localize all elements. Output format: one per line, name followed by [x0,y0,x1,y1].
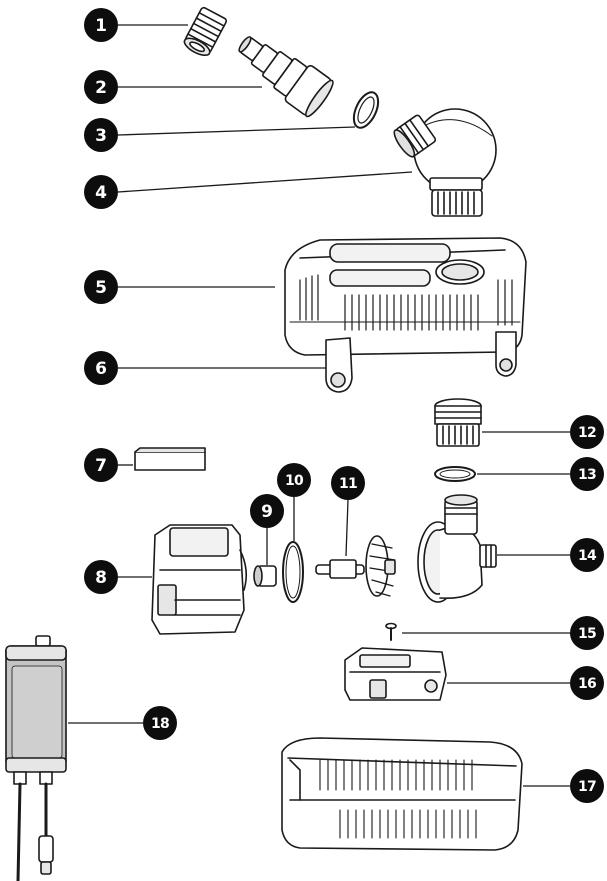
leader-line-3 [117,126,356,136]
callout-number: 7 [95,456,107,476]
callout-number: 15 [578,626,596,642]
callout-number: 2 [95,78,107,98]
part-filter-cover-top [284,237,527,356]
part-impeller [315,535,396,597]
callout-number: 13 [578,467,596,483]
callout-number: 11 [339,476,357,492]
callout-number: 18 [151,716,169,732]
callout-3: 3 [84,118,118,152]
leader-lines [68,24,570,787]
part-ball-joint-elbow [393,108,497,217]
callout-4: 4 [84,175,118,209]
callout-7: 7 [84,448,118,482]
part-mounting-bracket [344,647,447,701]
callout-10: 10 [277,463,311,497]
leader-line-4 [117,171,413,193]
callout-number: 3 [95,126,107,146]
callout-18: 18 [143,706,177,740]
part-o-ring [282,541,304,603]
callout-11: 11 [331,466,365,500]
callout-number: 14 [578,548,597,564]
callout-14: 14 [570,538,604,572]
part-screw [385,622,397,641]
callout-1: 1 [84,8,118,42]
part-foam-pad [134,447,206,471]
part-hose-nut [183,6,228,57]
callout-9: 9 [250,494,284,528]
part-power-supply-unit [5,635,67,881]
part-sealing-ring [352,91,380,129]
callout-number: 17 [578,779,596,795]
part-stepped-hose-adapter [238,36,334,118]
callout-badges: 1 2 3 4 5 6 7 8 [84,8,604,803]
callout-17: 17 [570,769,604,803]
callout-number: 8 [95,568,107,588]
callout-number: 6 [95,359,107,379]
part-volute-housing [417,494,497,603]
callout-15: 15 [570,616,604,650]
callout-number: 10 [285,473,304,489]
callout-12: 12 [570,415,604,449]
callout-number: 1 [95,16,107,36]
part-bearing-sleeve [253,565,277,587]
callout-8: 8 [84,560,118,594]
part-outlet-gasket [434,466,476,482]
callout-number: 16 [578,676,596,692]
part-cover-clip [325,331,517,393]
part-filter-basket-base [281,737,523,851]
callout-13: 13 [570,457,604,491]
callout-number: 9 [261,502,273,522]
callout-16: 16 [570,666,604,700]
leader-line-11 [345,499,349,557]
callout-2: 2 [84,70,118,104]
part-motor-block [151,524,248,635]
callout-number: 4 [95,183,107,203]
callout-6: 6 [84,351,118,385]
callout-number: 12 [578,425,596,441]
callout-number: 5 [95,278,107,298]
callout-5: 5 [84,270,118,304]
part-threaded-outlet-nut [434,398,482,447]
